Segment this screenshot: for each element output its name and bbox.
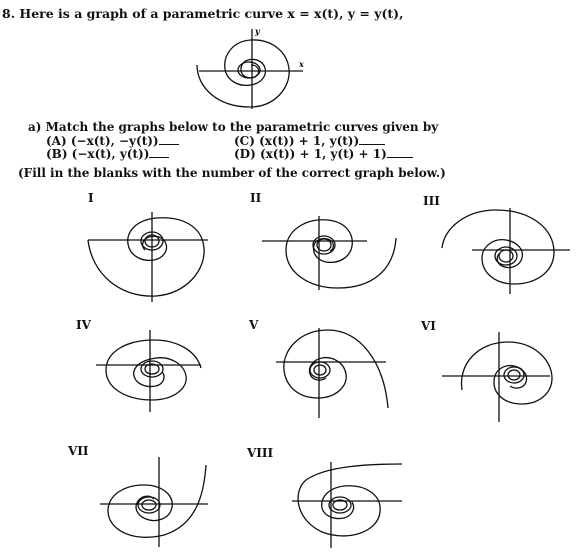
option-a: (A) (−x(t), −y(t)): [46, 134, 179, 148]
blank-b[interactable]: [149, 147, 170, 158]
part-a-prompt: a) Match the graphs below to the paramet…: [28, 120, 439, 134]
blank-a[interactable]: [158, 134, 179, 145]
reference-inner-loop: [237, 61, 261, 79]
graph-ii: [262, 216, 397, 290]
graph-label-v: V: [249, 318, 259, 332]
graph-i: [87, 212, 208, 302]
option-b: (B) (−x(t), y(t)): [46, 147, 170, 161]
graph-label-i: I: [88, 191, 94, 205]
graph-iii: [441, 208, 570, 294]
reference-x-label: x: [298, 59, 304, 69]
reference-spiral: [196, 39, 290, 108]
problem-title: 8. Here is a graph of a parametric curve…: [2, 6, 404, 21]
graph-vi: [442, 332, 553, 422]
graph-v: [276, 328, 389, 418]
option-d: (D) (x(t)) + 1, y(t) + 1): [234, 147, 413, 161]
graph-label-vi: VI: [421, 319, 436, 333]
graph-label-iii: III: [423, 194, 440, 208]
option-c: (C) (x(t)) + 1, y(t)): [234, 134, 386, 148]
graph-label-iv: IV: [76, 318, 91, 332]
fill-instruction: (Fill in the blanks with the number of t…: [18, 166, 446, 180]
graph-vii: [100, 457, 208, 547]
blank-c[interactable]: [359, 134, 386, 145]
reference-graph: x y: [196, 26, 304, 109]
blank-d[interactable]: [386, 147, 413, 158]
reference-y-label: y: [254, 26, 261, 36]
graph-viii: [292, 462, 403, 548]
graph-label-vii: VII: [68, 444, 89, 458]
graph-label-viii: VIII: [247, 446, 274, 460]
graph-iv: [96, 330, 202, 412]
graph-label-ii: II: [250, 191, 262, 205]
